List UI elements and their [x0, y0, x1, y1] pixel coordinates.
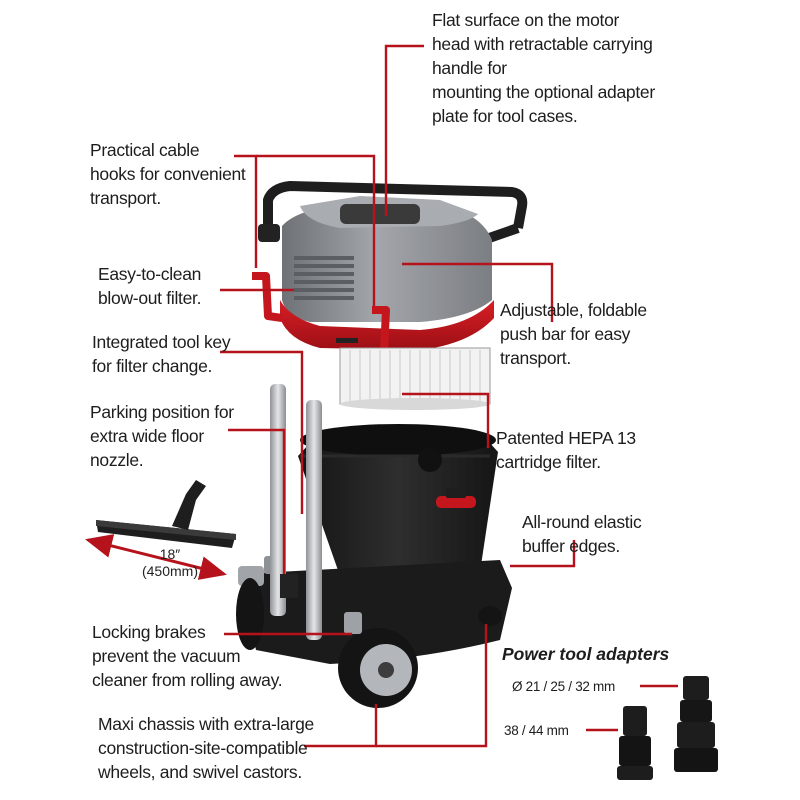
label-line: blow-out filter. — [98, 288, 202, 308]
label-line: All-round elastic — [522, 512, 642, 532]
label-line: Flat surface on the motor — [432, 10, 620, 30]
adapter-large-size: Ø 21 / 25 / 32 mm — [512, 679, 615, 694]
label-tool-key: Integrated tool key for filter change. — [92, 330, 231, 378]
label-flat-surface: Flat surface on the motor head with retr… — [432, 8, 655, 128]
label-line: handle for — [432, 58, 507, 78]
floor-nozzle — [85, 480, 236, 580]
label-line: Locking brakes — [92, 622, 206, 642]
label-line: construction-site-compatible — [98, 738, 308, 758]
motor-head — [252, 181, 528, 358]
label-line: plate for tool cases. — [432, 106, 578, 126]
adapter-small-size: 38 / 44 mm — [504, 723, 569, 738]
hepa-filter — [339, 347, 491, 410]
callout-leaders — [220, 44, 678, 748]
label-line: mounting the optional adapter — [432, 82, 655, 102]
label-line: extra wide floor — [90, 426, 204, 446]
label-line: Integrated tool key — [92, 332, 231, 352]
extension-tubes — [270, 384, 322, 640]
label-hepa: Patented HEPA 13 cartridge filter. — [496, 426, 636, 474]
nozzle-width-inches: 18″ — [159, 546, 181, 562]
label-line: for filter change. — [92, 356, 213, 376]
label-line: push bar for easy — [500, 324, 631, 344]
label-line: cleaner from rolling away. — [92, 670, 283, 690]
label-line: buffer edges. — [522, 536, 620, 556]
dust-container — [298, 424, 498, 581]
label-line: head with retractable carrying — [432, 34, 653, 54]
label-cable-hooks: Practical cable hooks for convenient tra… — [90, 138, 246, 210]
label-line: Adjustable, foldable — [500, 300, 647, 320]
nozzle-width-mm: (450mm) — [141, 563, 198, 579]
label-push-bar: Adjustable, foldable push bar for easy t… — [500, 298, 647, 370]
label-line: cartridge filter. — [496, 452, 601, 472]
label-line: nozzle. — [90, 450, 144, 470]
label-parking: Parking position for extra wide floor no… — [90, 400, 234, 472]
label-brakes: Locking brakes prevent the vacuum cleane… — [92, 620, 283, 692]
label-line: Maxi chassis with extra-large — [98, 714, 314, 734]
label-line: wheels, and swivel castors. — [98, 762, 302, 782]
label-line: Practical cable — [90, 140, 200, 160]
adapters-heading: Power tool adapters — [502, 644, 670, 664]
label-line: Easy-to-clean — [98, 264, 202, 284]
label-chassis: Maxi chassis with extra-large constructi… — [98, 712, 314, 784]
label-blowout-filter: Easy-to-clean blow-out filter. — [98, 262, 201, 310]
power-tool-adapters — [617, 676, 718, 780]
label-line: transport. — [90, 188, 161, 208]
label-line: Patented HEPA 13 — [496, 428, 636, 448]
label-line: prevent the vacuum — [92, 646, 241, 666]
label-line: Parking position for — [90, 402, 234, 422]
label-line: hooks for convenient — [90, 164, 246, 184]
label-line: transport. — [500, 348, 571, 368]
nozzle-width-label: 18″ (450mm) — [120, 546, 220, 580]
label-buffer: All-round elastic buffer edges. — [522, 510, 642, 558]
